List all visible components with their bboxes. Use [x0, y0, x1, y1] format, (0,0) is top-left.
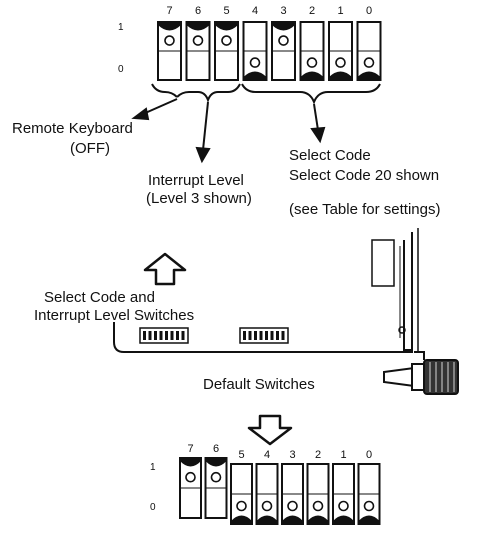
- switch-number-1: 1: [340, 449, 346, 461]
- dip-switch-4: 4: [255, 449, 279, 525]
- group-brackets: [151, 83, 381, 105]
- switches-label-line1: Select Code and: [44, 289, 155, 306]
- interrupt-level-arrowhead: [195, 146, 211, 164]
- dip-switch-1: 1: [332, 449, 355, 525]
- dip-switch-1: 1: [328, 5, 353, 81]
- interrupt-level-arrow: [202, 101, 209, 151]
- switch-actuator-shade: [333, 515, 354, 524]
- remote-keyboard-state: (OFF): [70, 140, 110, 157]
- dip-switch-2: 2: [306, 449, 330, 525]
- remote-keyboard-label: Remote Keyboard: [12, 120, 133, 137]
- dip-switch-5: 5: [230, 449, 253, 525]
- switch-number-5: 5: [223, 5, 229, 17]
- dip-switch-7: 7: [157, 5, 182, 81]
- top-position-label-0: 0: [118, 64, 124, 75]
- interface-board: [113, 228, 425, 360]
- board-dip-switch-right: [239, 327, 289, 344]
- connector-knob: [383, 359, 459, 395]
- bottom-switch-bank: 1 0 7 6 5 4 3 2 1 0: [150, 443, 381, 525]
- switch-actuator-shade: [186, 22, 210, 31]
- switch-number-3: 3: [289, 449, 295, 461]
- bottom-switch-row: 7 6 5 4 3 2 1 0: [179, 443, 381, 525]
- switch-actuator-shade: [358, 515, 380, 524]
- board-dip-switch-left: [139, 327, 189, 344]
- select-code-arrowhead: [310, 126, 326, 144]
- switch-number-5: 5: [238, 449, 244, 461]
- dip-switch-5: 5: [214, 5, 239, 81]
- dip-switch-3: 3: [271, 5, 296, 81]
- remote-keyboard-arrow: [142, 98, 178, 115]
- switch-actuator-shade: [329, 71, 352, 80]
- board-bracket: [403, 232, 413, 351]
- switch-actuator-shade: [158, 22, 181, 31]
- dip-switch-0: 0: [356, 5, 382, 81]
- board-connector-housing: [371, 239, 395, 287]
- switch-actuator-shade: [272, 22, 295, 31]
- interrupt-level-bracket: [176, 83, 241, 103]
- dip-switch-0: 0: [357, 449, 381, 525]
- up-arrow-icon: [143, 252, 187, 286]
- dip-switch-6: 6: [185, 5, 211, 81]
- switch-number-7: 7: [187, 443, 193, 455]
- dip-switch-6: 6: [204, 443, 228, 519]
- switch-number-6: 6: [195, 5, 201, 17]
- switch-number-2: 2: [309, 5, 315, 17]
- bottom-position-label-0: 0: [150, 502, 156, 513]
- switch-actuator-shade: [243, 71, 267, 80]
- switch-actuator-shade: [215, 22, 238, 31]
- interrupt-level-shown: (Level 3 shown): [146, 190, 252, 207]
- switch-number-4: 4: [264, 449, 270, 461]
- board-bottom-flange: [414, 351, 425, 360]
- switch-number-3: 3: [280, 5, 286, 17]
- select-code-shown: Select Code 20 shown: [289, 167, 439, 184]
- switches-label-line2: Interrupt Level Switches: [34, 307, 194, 324]
- select-code-label: Select Code: [289, 147, 371, 164]
- switch-actuator-shade: [300, 71, 324, 80]
- top-switch-bank: 1 0 7 6 5 4 3 2 1 0: [118, 5, 382, 81]
- dip-switch-3: 3: [281, 449, 304, 525]
- remote-keyboard-bracket: [151, 83, 178, 98]
- top-position-label-1: 1: [118, 22, 124, 33]
- select-code-table-note: (see Table for settings): [289, 201, 440, 218]
- bottom-position-label-1: 1: [150, 462, 156, 473]
- switch-number-7: 7: [166, 5, 172, 17]
- default-switches-label: Default Switches: [203, 376, 315, 393]
- switch-number-6: 6: [213, 443, 219, 455]
- board-outline: [113, 232, 413, 353]
- dip-switch-2: 2: [299, 5, 325, 81]
- dip-switch-4: 4: [242, 5, 268, 81]
- switch-actuator-shade: [205, 458, 227, 467]
- dip-switch-7: 7: [179, 443, 202, 519]
- switch-actuator-shade: [231, 515, 252, 524]
- switch-actuator-shade: [256, 515, 278, 524]
- callout-arrows: [131, 98, 326, 164]
- switch-number-0: 0: [366, 449, 372, 461]
- top-switch-row: 7 6 5 4 3 2 1 0: [157, 5, 382, 81]
- interrupt-level-label: Interrupt Level: [148, 172, 244, 189]
- select-code-arrow: [313, 103, 319, 131]
- select-code-bracket: [241, 83, 381, 105]
- switch-number-2: 2: [315, 449, 321, 461]
- board-screw: [398, 326, 406, 334]
- switch-number-4: 4: [252, 5, 258, 17]
- switch-actuator-shade: [357, 71, 381, 80]
- switch-actuator-shade: [282, 515, 303, 524]
- switch-number-0: 0: [366, 5, 372, 17]
- switch-number-1: 1: [337, 5, 343, 17]
- switch-actuator-shade: [307, 515, 329, 524]
- remote-keyboard-arrowhead: [131, 107, 150, 121]
- down-arrow-icon: [247, 414, 293, 446]
- switch-actuator-shade: [180, 458, 201, 467]
